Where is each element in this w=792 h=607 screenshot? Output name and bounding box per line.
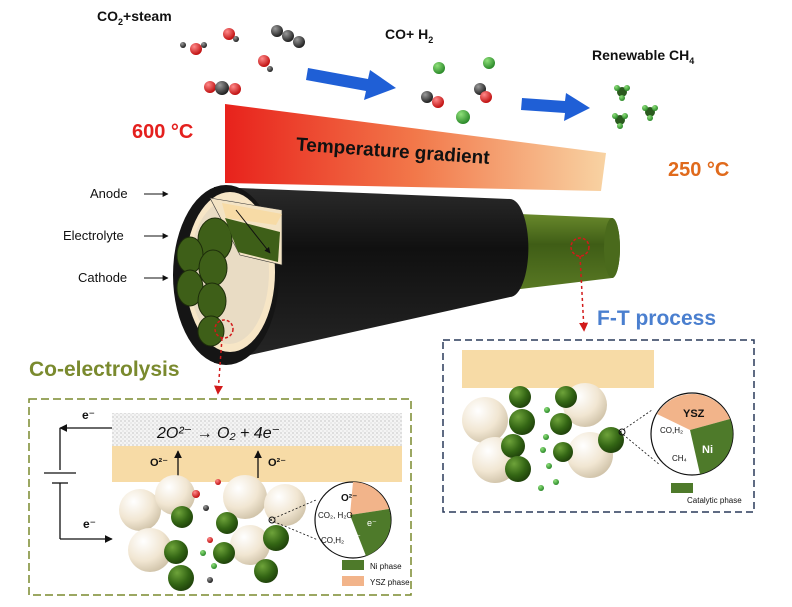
flow-arrow-2 [521, 93, 590, 121]
external-circuit [44, 424, 113, 543]
anode-label: Anode [90, 186, 128, 201]
legend-catalytic-label: Catalytic phase [687, 496, 742, 505]
anode-layer-dotted [112, 413, 402, 446]
ft-catalyst-particles [462, 383, 624, 491]
hot-temperature-label: 600 °C [132, 121, 193, 143]
electron-label-bottom: e⁻ [83, 517, 96, 531]
inset-products-label: CO,H₂ [321, 536, 344, 545]
cold-temperature-label: 250 °C [668, 159, 729, 181]
ion-label-right: O²⁻ [268, 457, 286, 469]
temperature-gradient-wedge [225, 104, 606, 191]
legend-ni-label: Ni phase [370, 562, 402, 571]
ft-inset-reactants-label: CO,H₂ [660, 426, 683, 435]
inset-reactants-label: CO₂, H₂O [318, 511, 353, 520]
reaction-equation: 2O²⁻ → O₂ + 4e⁻ [156, 425, 280, 442]
legend-ysz-label: YSZ phase [370, 578, 410, 587]
ft-inset [618, 392, 734, 476]
inset-electron-label-2: e⁻ [351, 532, 361, 542]
ft-inset-bottom-label: Ni [702, 444, 713, 456]
electron-label-top: e⁻ [82, 408, 95, 422]
legend-ysz-swatch [342, 576, 364, 586]
intermediate-gas-label: CO+ H2 [385, 26, 433, 45]
co2-steam-molecules [180, 25, 305, 95]
ch4-molecules [612, 85, 658, 129]
inset-electron-label-1: e⁻ [367, 518, 377, 528]
input-gas-label: CO2+steam [97, 8, 172, 27]
output-gas-label: Renewable CH4 [592, 47, 694, 66]
flow-arrow-1 [306, 68, 396, 100]
legend-catalytic-swatch [671, 483, 693, 493]
inset-ion-label: O²⁻ [341, 493, 357, 504]
legend-ni-swatch [342, 560, 364, 570]
ft-process-title: F-T process [597, 307, 716, 330]
cathode-particles [119, 475, 306, 591]
tubular-cell [173, 185, 620, 395]
co-electrolysis-title: Co-electrolysis [29, 358, 180, 381]
electrolysis-inset [268, 481, 392, 559]
electrolyte-label: Electrolyte [63, 228, 124, 243]
ft-support-layer [462, 350, 654, 388]
ft-inset-product-label: CH₄ [672, 454, 687, 463]
cathode-label: Cathode [78, 270, 127, 285]
ft-inset-top-label: YSZ [683, 408, 705, 420]
co-h2-molecules [421, 57, 495, 124]
ion-label-left: O²⁻ [150, 457, 168, 469]
